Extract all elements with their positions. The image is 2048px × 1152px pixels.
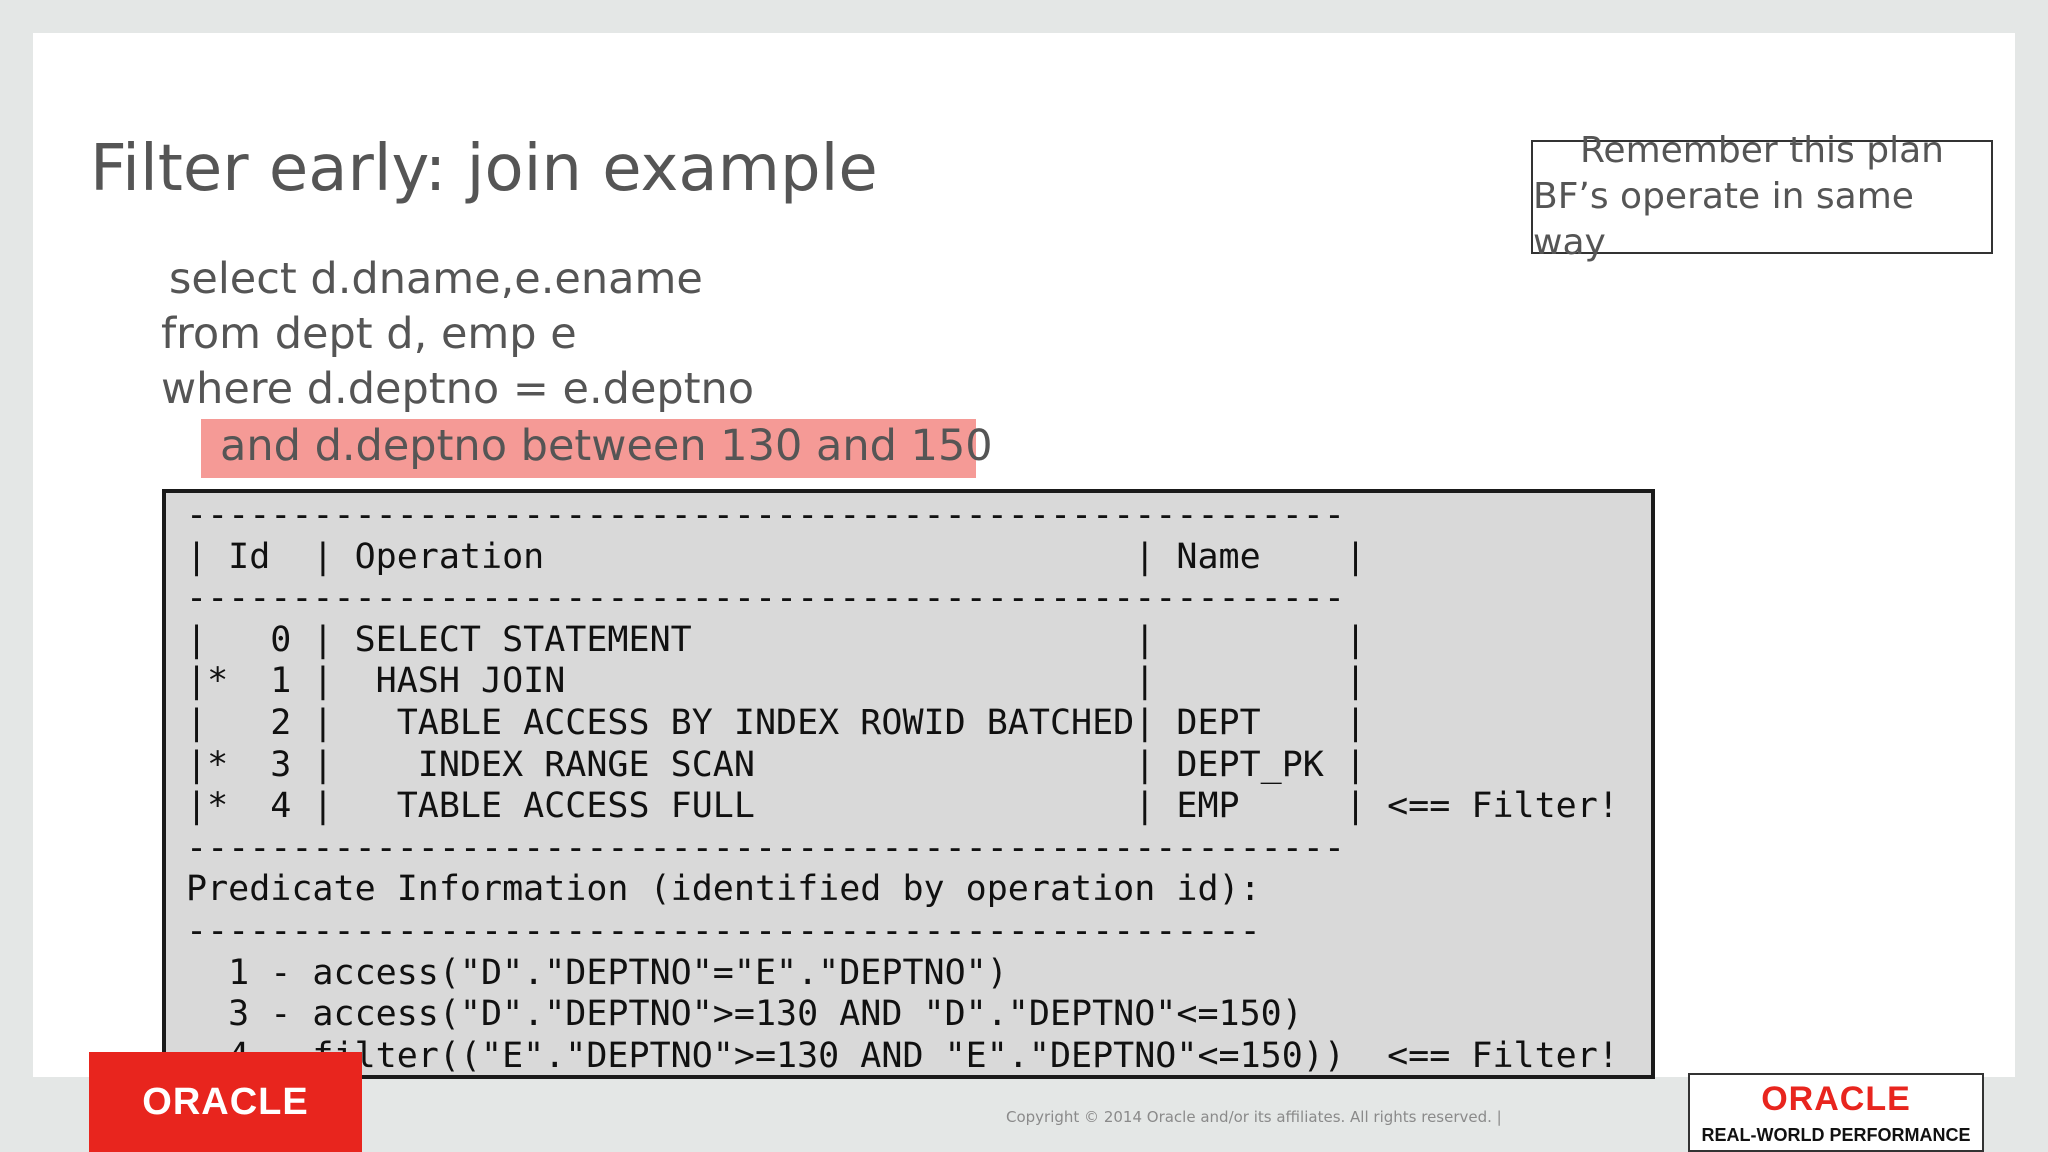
rwp-logo-subtitle: REAL-WORLD PERFORMANCE (1701, 1125, 1971, 1145)
note-line-1: Remember this plan (1580, 130, 1944, 171)
sql-line-where: where d.deptno = e.deptno (161, 364, 755, 414)
note-box: Remember this plan BF’s operate in same … (1531, 130, 1993, 263)
note-line-2: BF’s operate in same way (1533, 176, 1914, 263)
execution-plan-box: ----------------------------------------… (162, 489, 1655, 1079)
slide-title: Filter early: join example (90, 132, 878, 206)
real-world-performance-logo: ORACLE REAL-WORLD PERFORMANCE (1688, 1073, 1984, 1152)
oracle-logo: ORACLE (89, 1052, 362, 1152)
oracle-logo-text: ORACLE (142, 1080, 309, 1123)
sql-highlight: and d.deptno between 130 and 150 (201, 419, 993, 478)
sql-line-and: and d.deptno between 130 and 150 (220, 421, 993, 471)
sql-line-from: from dept d, emp e (161, 309, 577, 359)
rwp-logo-brand: ORACLE (1761, 1080, 1911, 1118)
copyright-text: Copyright © 2014 Oracle and/or its affil… (1006, 1108, 1502, 1126)
execution-plan-text: ----------------------------------------… (186, 495, 1619, 1076)
sql-line-select: select d.dname,e.ename (169, 254, 703, 304)
